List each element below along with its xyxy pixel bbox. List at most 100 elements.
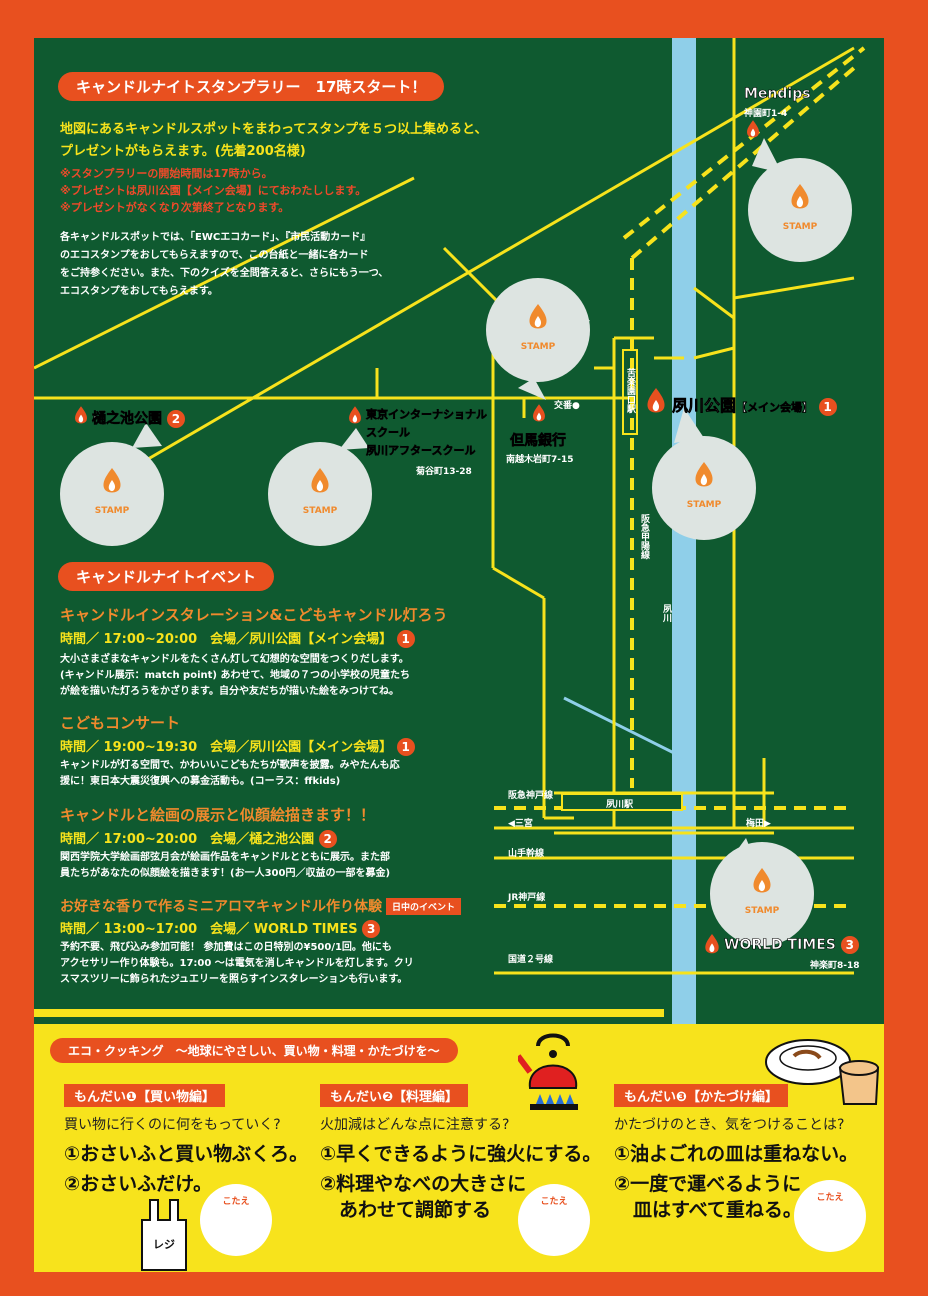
quiz-1-option-2[interactable]: ②おさいふだけ。 [64, 1173, 213, 1195]
event-3-body-2: 員たちがあなたの似顔絵を描きます！(お一人300円／収益の一部を募金) [60, 868, 391, 879]
route2-label: 国道２号線 [508, 955, 554, 965]
sannomiya-label: ◀三宮 [508, 819, 533, 829]
note-2: ※プレゼントは夙川公園【メイン会場】にておわたしします。 [60, 184, 367, 197]
quiz-3-head: もんだい❸【かたづけ編】 [614, 1084, 789, 1107]
desc-2: のエコスタンプをおしてもらえますので、この台紙と一緒に各カード [60, 250, 369, 261]
stamp-rally-title: キャンドルナイトスタンプラリー 17時スタート！ [58, 72, 445, 101]
stamp-circle-world-times[interactable]: STAMP [710, 842, 814, 946]
eco-cooking-panel: エコ・クッキング ～地球にやさしい、買い物・料理・かたづけを～ もんだい❶【買い… [34, 1024, 884, 1272]
event-2-body-1: キャンドルが灯る空間で、かわいいこどもたちが歌声を披露。みやたんも応 [60, 760, 400, 771]
event-4-body-3: スマスツリーに飾られたジュエリーを照らすインスタレーションも行います。 [60, 974, 408, 985]
shukugawa-station-box [561, 793, 683, 811]
note-1: ※スタンプラリーの開始時間は17時から。 [60, 167, 273, 180]
quiz-1-option-1[interactable]: ①おさいふと買い物ぶくろ。 [64, 1143, 309, 1165]
event-1-time-text: 時間／ 17:00~20:00 会場／夙川公園【メイン会場】 [60, 632, 393, 647]
flame-icon [746, 120, 760, 144]
stamp-circle-shukugawa[interactable]: STAMP [652, 436, 756, 540]
event-4-time-text: 時間／ 13:00~17:00 会場／ WORLD TIMES [60, 922, 358, 937]
answer-label: こたえ [816, 1193, 844, 1203]
dishes-icon [765, 1039, 880, 1105]
daytime-badge: 日中のイベント [386, 898, 462, 915]
event-venue-badge: 2 [318, 830, 337, 848]
spot-world-times-name: WORLD TIMES [724, 937, 836, 954]
koban-label: 交番● [554, 401, 580, 411]
desc-4: エコスタンプをおしてもらえます。 [60, 286, 218, 297]
stamp-label: STAMP [520, 342, 556, 352]
stamp-circle-tajima[interactable]: STAMP [486, 278, 590, 382]
jr-label: JR神戸線 [508, 893, 546, 903]
event-1-title: キャンドルインスタレーション&こどもキャンドル灯ろう [60, 606, 448, 624]
flame-icon [646, 388, 666, 420]
event-4-body-1: 予約不要、飛び込み参加可能！ 参加費はこの日特別の¥500/1回。他にも [60, 942, 392, 953]
event-3-time-text: 時間／ 17:00~20:00 会場／樋之池公園 [60, 832, 315, 847]
spot-tajima-name: 但馬銀行 [510, 433, 567, 450]
event-venue-badge: 1 [396, 630, 415, 648]
flame-icon [704, 934, 720, 960]
map-panel: STAMP STAMP STAMP STAMP STAMP STAMP キャンド… [34, 38, 884, 1024]
spot-tokyo-intl-addr: 菊谷町13-28 [416, 467, 472, 477]
spot-tokyo-intl-2: スクール [366, 426, 411, 440]
spot-world-times: WORLD TIMES 3 [724, 936, 859, 954]
quiz-1-question: 買い物に行くのに何をもっていく? [64, 1117, 281, 1133]
river-label: 夙川 [661, 604, 671, 622]
flame-icon [348, 406, 362, 430]
kurakuen-station-label: 苦楽園口駅 [625, 368, 635, 413]
spot-number-badge: 2 [166, 410, 185, 428]
spot-tokyo-intl-1: 東京インターナショナル [366, 408, 488, 422]
flame-icon [74, 406, 88, 430]
area-map [34, 38, 866, 1024]
umeda-label: 梅田▶ [746, 819, 771, 829]
event-4-body-2: アクセサリー作り体験も。17:00 ～は電気を消しキャンドルを灯します。クリ [60, 958, 414, 969]
flame-icon [103, 468, 121, 493]
event-2-time: 時間／ 19:00~19:30 会場／夙川公園【メイン会場】 1 [60, 736, 415, 756]
spot-hinoike-name: 樋之池公園 [92, 411, 163, 428]
bag-label: レジ [153, 1238, 175, 1251]
event-1-body-1: 大小さまざまなキャンドルをたくさん灯して幻想的な空間をつくりだします。 [60, 654, 409, 665]
eco-cooking-title: エコ・クッキング ～地球にやさしい、買い物・料理・かたづけを～ [50, 1038, 458, 1063]
answer-label: こたえ [540, 1197, 568, 1207]
event-3-body-1: 関西学院大学絵画部弦月会が絵画作品をキャンドルとともに展示。また部 [60, 852, 390, 863]
spot-world-times-addr: 神楽町8-18 [810, 961, 860, 971]
stamp-label: STAMP [782, 222, 818, 232]
stamp-circle-mendips[interactable]: STAMP [748, 158, 852, 262]
flame-icon [529, 304, 547, 329]
event-3-title: キャンドルと絵画の展示と似顔絵描きます！！ [60, 806, 376, 824]
quiz-3-option-2-cont: 皿はすべて重ねる。 [614, 1199, 802, 1221]
spot-shukugawa-sub: 【メイン会場】 [736, 401, 814, 415]
quiz-2-question: 火加減はどんな点に注意する? [320, 1117, 510, 1133]
flame-icon [753, 868, 771, 893]
sanyo-label: 山手幹線 [508, 849, 545, 859]
spot-mendips-name: Mendips [744, 86, 811, 103]
shukugawa-station-label: 夙川駅 [606, 800, 634, 810]
quiz-3-option-2[interactable]: ②一度で運べるように [614, 1173, 802, 1195]
desc-3: をご持参ください。また、下のクイズを全問答えると、さらにもう一つ、 [60, 268, 389, 279]
quiz-3-answer-circle[interactable]: こたえ [794, 1180, 866, 1252]
event-2-time-text: 時間／ 19:00~19:30 会場／夙川公園【メイン会場】 [60, 740, 393, 755]
quiz-2-option-2[interactable]: ②料理やなべの大きさに [320, 1173, 527, 1195]
event-4-title: お好きな香りで作るミニアロマキャンドル作り体験 [60, 899, 382, 915]
event-2-title: こどもコンサート [60, 714, 181, 732]
stamp-circle-hinoike[interactable]: STAMP [60, 442, 164, 546]
spot-number-badge: 1 [818, 398, 837, 416]
stamp-label: STAMP [94, 506, 130, 516]
spot-shukugawa: 夙川公園【メイン会場】 1 [672, 392, 837, 416]
spot-number-badge: 3 [840, 936, 859, 954]
quiz-1-answer-circle[interactable]: こたえ [200, 1184, 272, 1256]
quiz-3-question: かたづけのとき、気をつけることは? [614, 1117, 845, 1133]
roads [34, 38, 855, 1017]
quiz-2-option-1[interactable]: ①早くできるように強火にする。 [320, 1143, 602, 1165]
note-3: ※プレゼントがなくなり次第終了となります。 [60, 201, 290, 214]
stamp-circle-tokyo-intl[interactable]: STAMP [268, 442, 372, 546]
event-1-body-2: (キャンドル展示：match point) あわせて、地域の７つの小学校の児童た… [60, 670, 410, 681]
flame-icon [695, 462, 713, 487]
event-4-time: 時間／ 13:00~17:00 会場／ WORLD TIMES 3 [60, 918, 381, 938]
flame-icon [532, 404, 546, 428]
quiz-2-answer-circle[interactable]: こたえ [518, 1184, 590, 1256]
intro-line-1: 地図にあるキャンドルスポットをまわってスタンプを５つ以上集めると、 [60, 122, 488, 137]
stamp-label: STAMP [744, 906, 780, 916]
events-title: キャンドルナイトイベント [58, 562, 275, 591]
quiz-1-head: もんだい❶【買い物編】 [64, 1084, 226, 1107]
event-venue-badge: 1 [396, 738, 415, 756]
kurakuen-station-box [622, 349, 638, 435]
quiz-3-option-1[interactable]: ①油よごれの皿は重ねない。 [614, 1143, 859, 1165]
